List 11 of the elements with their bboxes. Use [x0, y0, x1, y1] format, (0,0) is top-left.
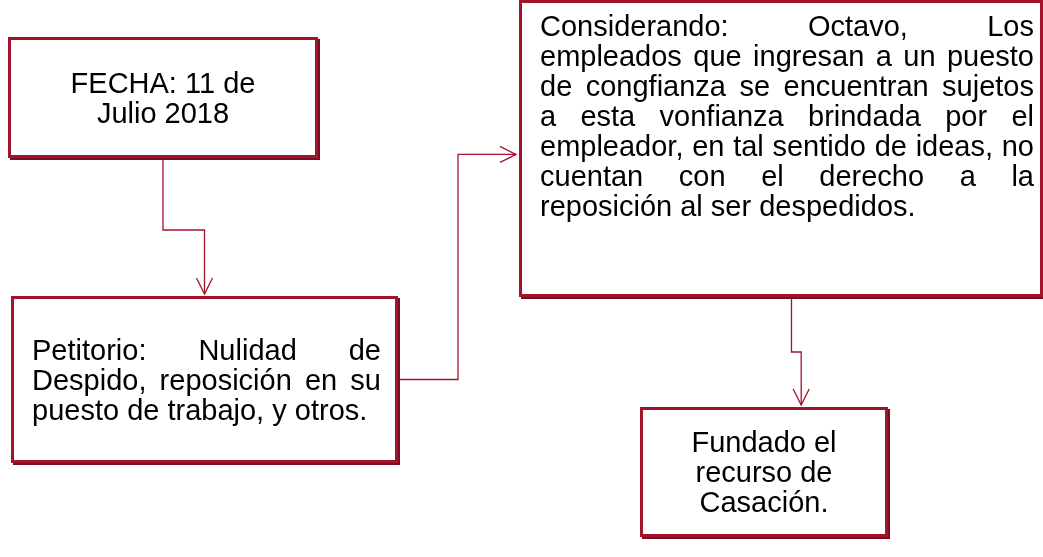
- process-box: [519, 0, 1043, 297]
- arrow: [162, 157, 214, 295]
- box-text: FECHA: 11 de Julio 2018: [69, 67, 257, 128]
- box-text: Considerando: Octavo, Los empleados que ingresan a un puesto de congfianza se encuentran sujetos a esta vonfianza brindada por el empleador, en tal sentido de ideas, no cuentan con el derecho a la reposición al ser despedidos.: [540, 11, 1034, 221]
- arrow: [397, 145, 517, 381]
- arrow: [790, 296, 810, 406]
- box-text: Fundado el recurso de Casación.: [690, 427, 838, 517]
- box-text: Petitorio: Nulidad de Despido, reposición en su puesto de trabajo, y otros.: [32, 334, 381, 425]
- process-box: [8, 37, 318, 158]
- process-box: [11, 296, 398, 463]
- process-box: [640, 407, 888, 537]
